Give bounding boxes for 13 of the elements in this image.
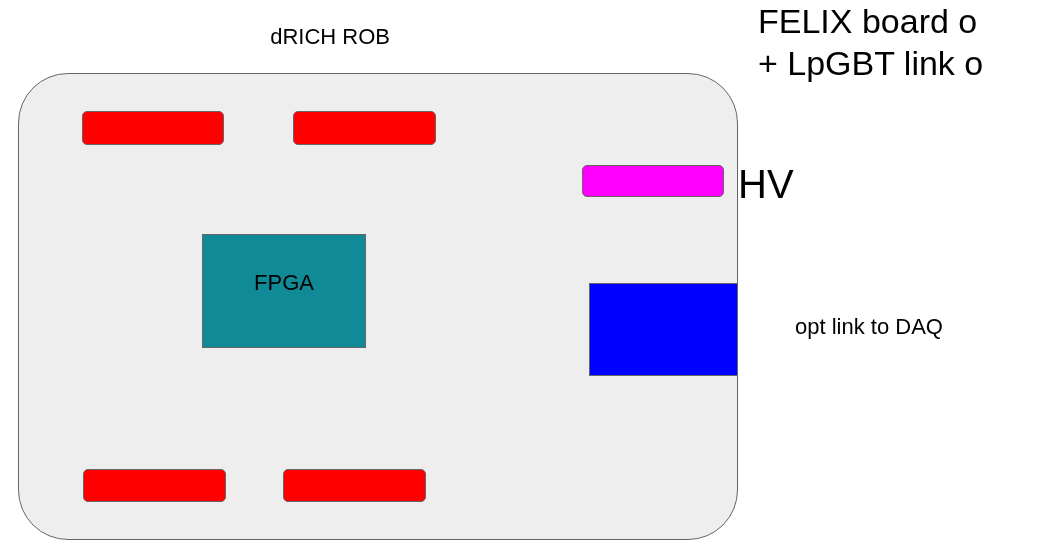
connector-bar <box>293 111 436 145</box>
note-text: FELIX board o <box>758 2 978 41</box>
chip-label: FPGA <box>254 270 314 297</box>
board-title: dRICH ROB <box>270 24 390 50</box>
connector-bar <box>82 111 224 145</box>
optical-module-box <box>589 283 738 376</box>
connector-bar <box>283 469 426 502</box>
connector-bar <box>83 469 226 502</box>
connector-bar <box>582 165 724 197</box>
link-label: opt link to DAQ <box>795 314 943 340</box>
note-text: + LpGBT link o <box>758 44 984 83</box>
connector-label: HV <box>738 162 794 207</box>
chip-box <box>202 234 366 348</box>
